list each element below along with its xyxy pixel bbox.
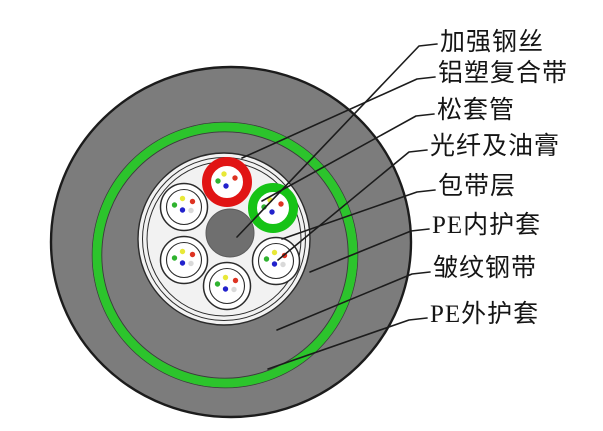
label-wrapping-layer: 包带层 — [438, 172, 516, 200]
loose-tube-green-highlight — [248, 183, 298, 233]
leader-line-loose-tube — [261, 113, 435, 202]
loose-tube-bottom-left — [161, 237, 208, 284]
leader-line-strength-wire — [236, 43, 438, 238]
label-loose-tube: 松套管 — [437, 96, 515, 124]
leader-line-pe-outer-sheath — [267, 317, 428, 370]
loose-tube-bottom — [204, 263, 251, 310]
leader-line-pe-inner-sheath — [309, 228, 430, 273]
leader-line-al-plastic-composite-tape — [241, 76, 436, 159]
loose-tube-bottom-right — [253, 238, 300, 285]
label-corrugated-steel-tape: 皱纹钢带 — [433, 254, 537, 282]
armor-outer-edge — [91, 121, 359, 389]
strength-wire-circle — [205, 208, 255, 258]
label-fiber-and-gel: 光纤及油膏 — [430, 132, 560, 160]
label-al-plastic-composite-tape: 铝塑复合带 — [438, 59, 568, 87]
leader-line-corrugated-steel-tape — [276, 271, 431, 331]
loose-tube-top-left — [161, 184, 208, 231]
label-pe-outer-sheath: PE外护套 — [430, 300, 539, 328]
armor-inner-edge — [101, 131, 349, 379]
label-pe-inner-sheath: PE内护套 — [432, 211, 541, 239]
loose-tube-red-highlight — [202, 157, 252, 207]
leader-line-fiber-and-gel — [277, 149, 428, 261]
leader-line-wrapping-layer — [281, 189, 436, 240]
label-strength-wire: 加强钢丝 — [440, 28, 544, 56]
